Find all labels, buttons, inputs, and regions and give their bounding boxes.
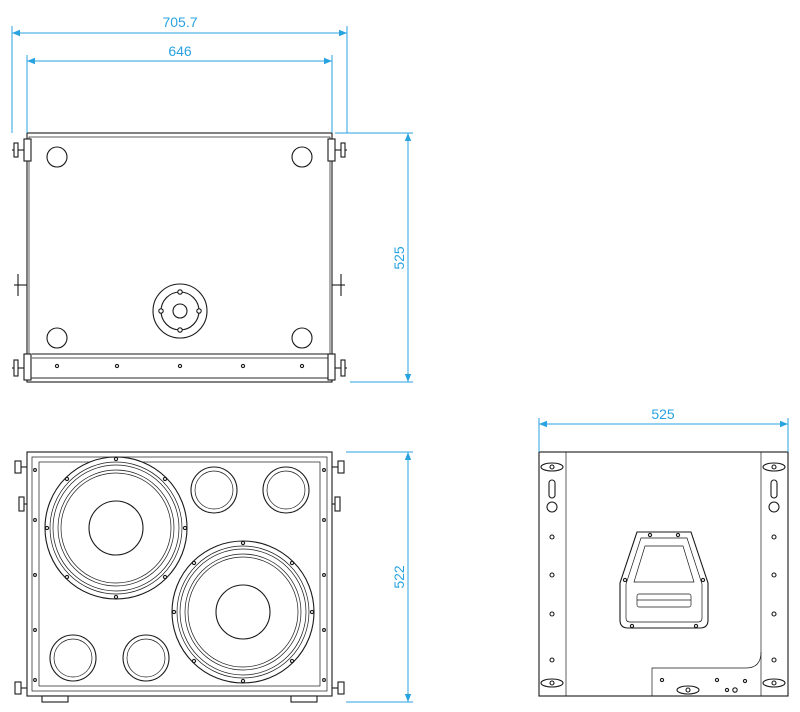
top-rail-holes: [54, 363, 305, 369]
front-side-hardware: [14, 460, 345, 695]
side-view: [538, 451, 789, 697]
side-bottom-hole: [742, 678, 748, 684]
dimension-label-front-height: 522: [391, 565, 407, 589]
dimension-top-outer: 705.7: [11, 14, 348, 133]
dimension-label-top-outer: 705.7: [162, 14, 197, 30]
side-corner-rigging: [540, 462, 786, 695]
side-rail-holes: [549, 534, 777, 663]
side-rigging-slots: [546, 479, 780, 513]
dimension-side-width: 525: [538, 406, 789, 452]
front-perimeter-screws: [33, 468, 326, 682]
woofer-upper-left: [44, 456, 188, 600]
rigging-hardware-left: [12, 138, 32, 381]
woofer-lower-right: [171, 540, 315, 684]
rigging-hardware-right: [327, 138, 347, 381]
side-bottom-hole: [659, 677, 665, 683]
top-corner-circle: [46, 146, 68, 168]
top-corner-circle: [291, 146, 313, 168]
dimension-label-top-inner: 646: [168, 43, 192, 59]
side-bottom-hole: [724, 687, 730, 693]
dimension-label-side-width: 525: [651, 406, 675, 422]
handle-icon: [619, 531, 709, 629]
bass-ports: [49, 466, 310, 682]
top-corner-circle: [46, 327, 68, 349]
dimension-top-inner: 646: [26, 43, 333, 133]
side-bottom-hole: [732, 687, 738, 693]
front-view: [14, 451, 345, 703]
pole-mount-icon: [152, 283, 208, 339]
top-corner-circle: [291, 327, 313, 349]
side-bottom-hole: [714, 677, 720, 683]
top-view: [12, 132, 347, 383]
dimension-label-top-depth: 525: [391, 246, 407, 270]
dimension-front-height: 522: [346, 451, 413, 703]
dimension-top-depth: 525: [335, 132, 413, 383]
